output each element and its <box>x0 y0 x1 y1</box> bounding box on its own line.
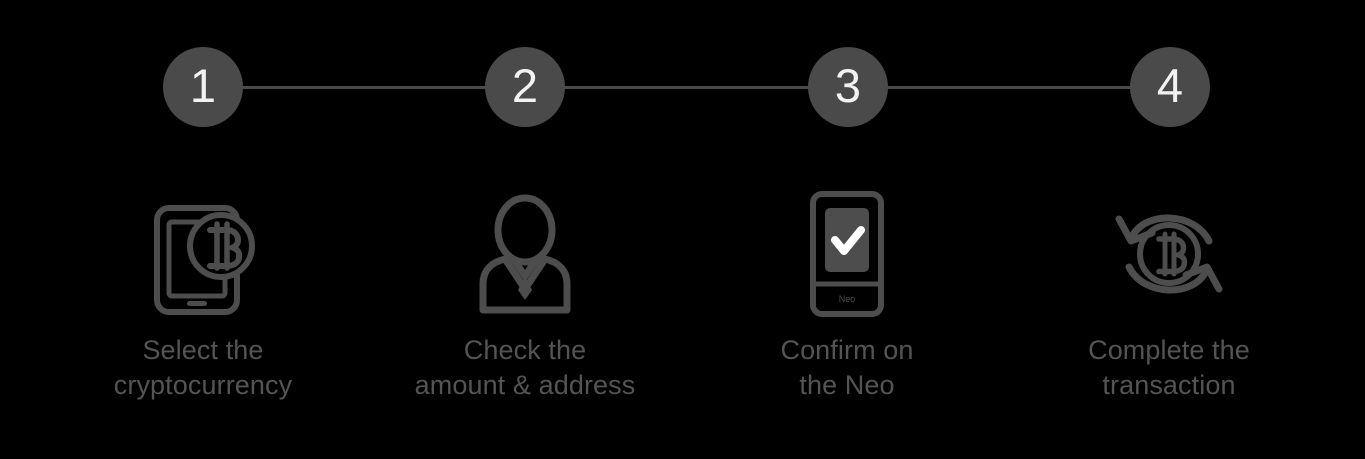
step-number-2: 2 <box>511 58 539 112</box>
person-suit-icon <box>364 184 686 324</box>
caption-line-2: cryptocurrency <box>113 370 293 400</box>
step-number-4: 4 <box>1156 58 1184 112</box>
device-label: Neo <box>839 294 856 304</box>
caption-line-2: amount & address <box>414 370 636 400</box>
step-node-row: 1 2 3 4 <box>0 0 1365 175</box>
step-column-1: Select the cryptocurrency <box>42 175 364 459</box>
step-caption-4: Complete the transaction <box>1008 333 1330 403</box>
smartphone-bitcoin-icon <box>42 184 364 324</box>
caption-line-1: Check the <box>463 335 587 365</box>
step-number-1: 1 <box>189 58 217 112</box>
caption-line-2: the Neo <box>799 370 895 400</box>
step-node-2[interactable]: 2 <box>485 47 565 127</box>
step-column-2: Check the amount & address <box>364 175 686 459</box>
step-node-3[interactable]: 3 <box>808 47 888 127</box>
bitcoin-exchange-arrows-icon <box>1008 184 1330 324</box>
caption-line-1: Confirm on <box>780 335 914 365</box>
caption-line-1: Select the <box>142 335 264 365</box>
step-column-4: Complete the transaction <box>1008 175 1330 459</box>
step-column-3: Neo Confirm on the Neo <box>686 175 1008 459</box>
caption-line-1: Complete the <box>1088 335 1250 365</box>
progress-rail <box>203 86 1170 89</box>
step-caption-2: Check the amount & address <box>364 333 686 403</box>
step-content-row: Select the cryptocurrency Check the amou… <box>0 175 1365 459</box>
caption-line-2: transaction <box>1102 370 1236 400</box>
step-caption-1: Select the cryptocurrency <box>42 333 364 403</box>
step-node-1[interactable]: 1 <box>163 47 243 127</box>
step-caption-3: Confirm on the Neo <box>686 333 1008 403</box>
hardware-wallet-check-icon: Neo <box>686 184 1008 324</box>
step-number-3: 3 <box>834 58 862 112</box>
step-node-4[interactable]: 4 <box>1130 47 1210 127</box>
